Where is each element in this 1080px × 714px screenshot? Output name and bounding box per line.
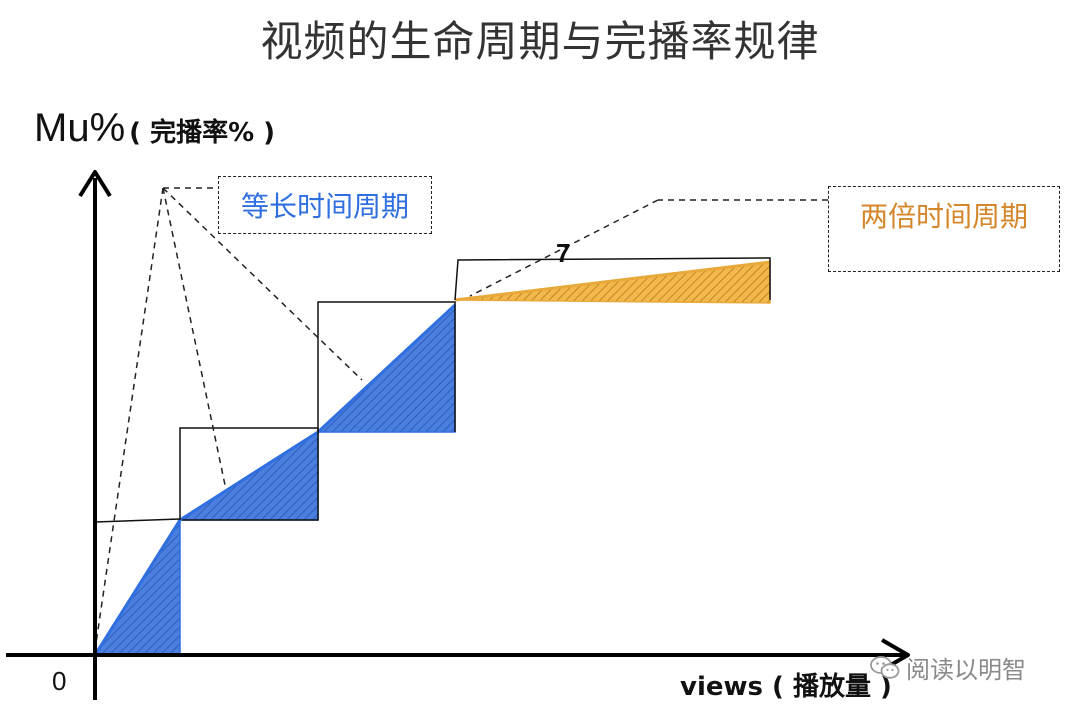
leader-lines [94,187,828,651]
annotation-mark: 7 [556,238,570,268]
equal-period-callout: 等长时间周期 [218,176,432,234]
y-axis-label-sub: ( 完播率% ) [129,118,276,148]
y-axis-label: Mu%( 完播率% ) [34,106,275,151]
growth-curve-tail [454,260,771,302]
double-period-callout: 两倍时间周期 [828,186,1060,272]
double-period-label: 两倍时间周期 [859,200,1028,233]
y-axis-label-main: Mu% [34,106,126,150]
y-axis [78,170,112,700]
watermark: 阅读以明智 [870,650,1026,685]
page-title: 视频的生命周期与完播率规律 [260,17,820,66]
step-outlines [94,257,771,523]
x-axis-label: views ( 播放量 ) [680,672,892,702]
origin-label: 0 [52,666,67,696]
equal-period-label: 等长时间周期 [240,190,409,223]
growth-curve [93,303,457,656]
wechat-icon [870,655,900,679]
watermark-text: 阅读以明智 [906,656,1026,684]
